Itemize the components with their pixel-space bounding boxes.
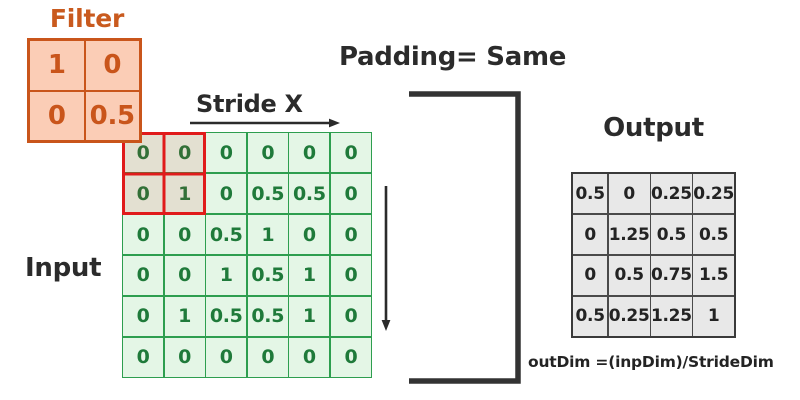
input-cell: 0	[289, 133, 330, 173]
output-cell: 0	[608, 174, 650, 214]
input-cell: 0.5	[289, 173, 330, 214]
output-cell: 0.25	[693, 174, 734, 214]
input-cell: 0	[164, 255, 205, 296]
input-cell: 0	[123, 173, 164, 214]
input-cell: 0	[206, 173, 247, 214]
input-cell: 0	[330, 255, 371, 296]
input-cell: 0.5	[206, 296, 247, 337]
input-cell: 0	[206, 337, 247, 377]
output-dimension-formula: outDim =(inpDim)/StrideDim	[528, 353, 774, 371]
output-cell: 0.5	[608, 255, 650, 296]
input-label: Input	[25, 253, 102, 283]
input-cell: 1	[164, 173, 205, 214]
input-cell: 0	[330, 337, 371, 377]
input-cell: 1	[289, 255, 330, 296]
input-cell: 0	[206, 133, 247, 173]
output-cell: 1	[693, 296, 734, 336]
filter-matrix: 1 0 0 0.5	[27, 38, 142, 143]
input-cell: 0	[123, 214, 164, 255]
output-cell: 0.25	[651, 174, 692, 214]
input-cell: 0.5	[247, 173, 288, 214]
output-cell: 0.5	[651, 214, 692, 255]
input-cell: 0	[330, 133, 371, 173]
input-cell: 0.5	[247, 255, 288, 296]
output-cell: 1.25	[608, 214, 650, 255]
input-cell: 0	[123, 296, 164, 337]
output-title: Output	[603, 113, 704, 143]
stride-x-label: Stride X	[196, 90, 303, 118]
input-cell: 0.5	[247, 296, 288, 337]
grouping-bracket	[409, 91, 521, 384]
filter-cell: 1	[30, 41, 84, 90]
padding-label: Padding= Same	[339, 42, 567, 72]
stride-y-arrow-icon	[381, 186, 391, 331]
input-cell: 0	[330, 214, 371, 255]
output-cell: 0	[573, 214, 608, 255]
output-cell: 1.25	[651, 296, 692, 336]
input-cell: 1	[247, 214, 288, 255]
input-cell: 0	[123, 337, 164, 377]
input-cell: 1	[206, 255, 247, 296]
input-cell: 1	[164, 296, 205, 337]
input-cell: 0	[289, 214, 330, 255]
input-cell: 1	[289, 296, 330, 337]
output-cell: 0.5	[573, 296, 608, 336]
output-cell: 0.5	[693, 214, 734, 255]
input-cell: 0	[330, 173, 371, 214]
output-cell: 0.75	[651, 255, 692, 296]
input-matrix: 0 0 0 0 0 0 0 1 0 0.5 0.5 0 0 0 0.5 1 0 …	[122, 132, 372, 378]
output-cell: 0.5	[573, 174, 608, 214]
filter-title: Filter	[49, 4, 125, 33]
input-cell: 0	[164, 337, 205, 377]
input-cell: 0	[330, 296, 371, 337]
input-cell: 0	[164, 133, 205, 173]
output-cell: 0	[573, 255, 608, 296]
input-cell: 0	[289, 337, 330, 377]
filter-cell: 0.5	[85, 91, 139, 140]
filter-cell: 0	[30, 91, 84, 140]
input-cell: 0	[164, 214, 205, 255]
input-cell: 0.5	[206, 214, 247, 255]
output-cell: 0.25	[608, 296, 650, 336]
stride-x-arrow-icon	[190, 118, 340, 128]
input-cell: 0	[247, 337, 288, 377]
input-cell: 0	[247, 133, 288, 173]
filter-cell: 0	[85, 41, 139, 90]
input-cell: 0	[123, 255, 164, 296]
output-matrix: 0.5 0 0.25 0.25 0 1.25 0.5 0.5 0 0.5 0.7…	[571, 172, 736, 338]
output-cell: 1.5	[693, 255, 734, 296]
